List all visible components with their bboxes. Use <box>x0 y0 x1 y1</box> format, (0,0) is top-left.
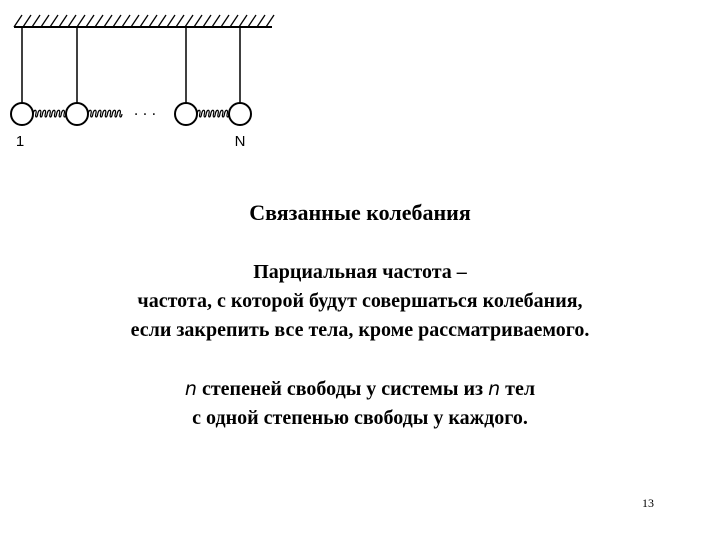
spring-2 <box>87 109 123 118</box>
slide-title: Связанные колебания <box>249 200 471 225</box>
definition-line-3: если закрепить все тела, кроме рассматри… <box>130 319 590 341</box>
label-last-body: N <box>235 133 246 150</box>
hatch-stroke <box>229 14 239 28</box>
hatch-stroke <box>238 14 248 28</box>
hatch-stroke <box>13 14 23 28</box>
hatch-stroke <box>202 14 212 28</box>
hatch-stroke <box>157 14 167 28</box>
hatch-stroke <box>49 14 59 28</box>
hatch-stroke <box>31 14 41 28</box>
hatch-stroke <box>121 14 131 28</box>
hatch-stroke <box>67 14 77 28</box>
pendulum-bob-1 <box>10 102 34 126</box>
hatch-stroke <box>40 14 50 28</box>
page-number: 13 <box>642 496 654 510</box>
degrees-of-freedom-statement: n степеней свободы у системы из n тел с … <box>0 375 720 433</box>
hatch-stroke <box>265 14 275 28</box>
dof-line-1: n степеней свободы у системы из n тел <box>0 375 720 404</box>
ceiling-hatching <box>13 14 275 28</box>
label-first-body: 1 <box>16 133 24 150</box>
hatch-stroke <box>94 14 104 28</box>
variable-n: n <box>488 378 501 400</box>
partial-frequency-definition: Парциальная частота – частота, с которой… <box>0 258 720 345</box>
hatch-stroke <box>103 14 113 28</box>
coupled-pendulums-diagram: · · · 1 N <box>10 14 275 150</box>
spring-3 <box>196 109 230 118</box>
hatch-stroke <box>58 14 68 28</box>
hatch-stroke <box>112 14 122 28</box>
definition-line-2: частота, с которой будут совершаться кол… <box>137 290 583 312</box>
hatch-stroke <box>256 14 266 28</box>
pendulum-bob-3 <box>174 102 198 126</box>
dof-line-1-end: тел <box>500 378 536 400</box>
hatch-stroke <box>247 14 257 28</box>
dof-line-1-middle: степеней свободы у системы из <box>196 378 489 400</box>
hatch-stroke <box>193 14 203 28</box>
hatch-stroke <box>220 14 230 28</box>
chain-ellipsis: · · · <box>134 107 156 123</box>
hatch-stroke <box>85 14 95 28</box>
hatch-stroke <box>76 14 86 28</box>
hatch-stroke <box>175 14 185 28</box>
variable-n: n <box>184 378 197 400</box>
pendulum-bob-n <box>228 102 252 126</box>
hatch-stroke <box>148 14 158 28</box>
hatch-stroke <box>166 14 176 28</box>
pendulum-bob-2 <box>65 102 89 126</box>
hatch-stroke <box>184 14 194 28</box>
hatch-stroke <box>139 14 149 28</box>
hatch-stroke <box>22 14 32 28</box>
hatch-stroke <box>211 14 221 28</box>
dof-line-2: с одной степенью свободы у каждого. <box>192 407 528 429</box>
definition-line-1: Парциальная частота – <box>253 261 467 283</box>
spring-1 <box>32 109 67 118</box>
hatch-stroke <box>130 14 140 28</box>
